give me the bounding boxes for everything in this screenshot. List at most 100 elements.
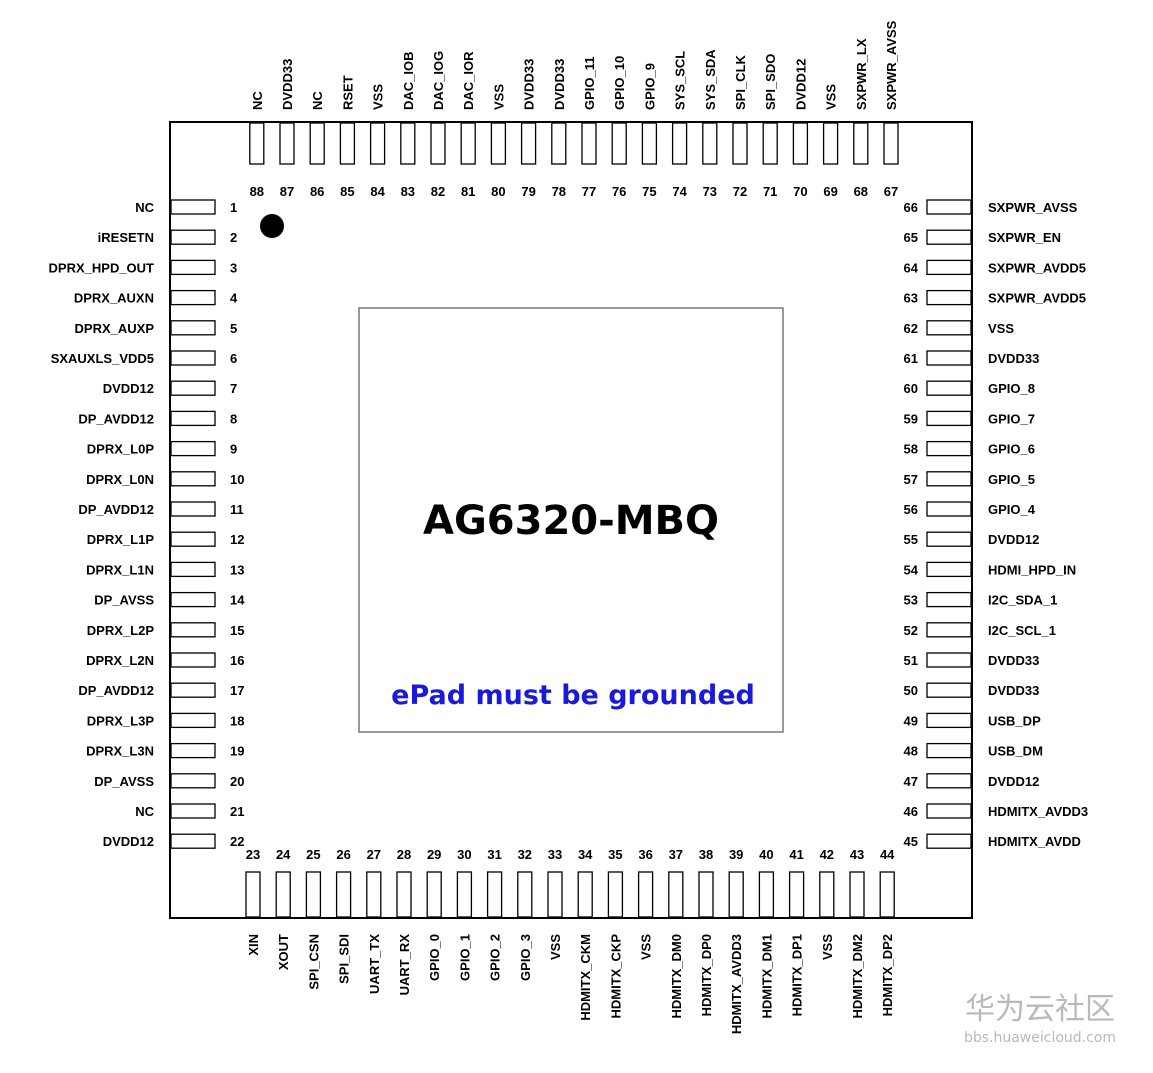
pin-pad-bottom: [607, 871, 624, 918]
pin-number: 24: [276, 847, 291, 862]
pin-pad-left: [170, 199, 216, 215]
pin-number: 67: [884, 184, 898, 199]
pin-label: DVDD12: [103, 834, 154, 849]
pin-number: 70: [793, 184, 807, 199]
pin-label: DAC_IOR: [461, 51, 476, 110]
pin-pad-right: [926, 712, 972, 729]
pin-number: 81: [461, 184, 475, 199]
pin-number: 63: [904, 291, 918, 306]
pin-number: 8: [230, 411, 237, 426]
pin-number: 66: [904, 200, 918, 215]
pin-number: 17: [230, 683, 244, 698]
pin-number: 31: [487, 847, 501, 862]
pin-pad-right: [926, 531, 972, 547]
pin-label: GPIO_5: [988, 472, 1035, 487]
pin-pad-bottom: [728, 871, 744, 918]
pin-number: 4: [230, 291, 238, 306]
pin-pad-right: [926, 380, 972, 396]
pin-label: HDMITX_DM1: [759, 934, 774, 1019]
pin-label: DVDD33: [280, 59, 295, 110]
pin-label: DVDD12: [103, 381, 154, 396]
pin-number: 26: [336, 847, 350, 862]
pin-number: 21: [230, 804, 244, 819]
pin-number: 84: [370, 184, 385, 199]
pin-label: DPRX_L3N: [86, 744, 154, 759]
pin-label: DVDD33: [552, 59, 567, 110]
pin-pad-left: [170, 380, 216, 396]
pin-number: 38: [699, 847, 713, 862]
pin-label: UART_RX: [397, 934, 412, 996]
pin-label: GPIO_3: [518, 934, 533, 981]
pin-number: 2: [230, 230, 237, 245]
pin-number: 22: [230, 834, 244, 849]
pin-number: 76: [612, 184, 626, 199]
pin-pad-top: [490, 122, 507, 165]
pin-label: HDMITX_AVDD: [988, 834, 1081, 849]
pin-pad-bottom: [517, 871, 533, 918]
pin-pad-left: [170, 471, 216, 487]
pin-number: 74: [672, 184, 687, 199]
pin-label: GPIO_2: [488, 934, 503, 981]
pin-pad-bottom: [577, 871, 593, 918]
pin-number: 88: [250, 184, 264, 199]
pin-label: VSS: [824, 84, 839, 110]
pin-label: DP_AVDD12: [78, 411, 154, 426]
pin-pad-top: [400, 122, 416, 165]
pin-number: 18: [230, 713, 244, 728]
pin-pad-right: [926, 471, 972, 487]
pin-number: 86: [310, 184, 324, 199]
pin-pad-bottom: [547, 871, 563, 918]
pin-pad-bottom: [335, 871, 352, 918]
pin-number: 82: [431, 184, 445, 199]
pin-pad-right: [926, 501, 972, 517]
pin-label: GPIO_9: [642, 63, 657, 110]
pin-label: VSS: [491, 84, 506, 110]
pin-number: 69: [823, 184, 837, 199]
pin-pad-right: [926, 622, 972, 638]
pin-pad-left: [170, 561, 216, 578]
pin-number: 48: [904, 744, 918, 759]
pin-label: HDMITX_AVDD3: [988, 804, 1088, 819]
pin-pad-bottom: [637, 871, 654, 918]
pin-label: HDMITX_CKP: [608, 934, 623, 1019]
pin-number: 16: [230, 653, 244, 668]
pin-label: VSS: [639, 934, 654, 960]
pin-number: 72: [733, 184, 747, 199]
pin-label: DVDD33: [988, 351, 1039, 366]
pin-number: 65: [904, 230, 918, 245]
pin-pad-bottom: [788, 871, 805, 918]
pin-label: VSS: [548, 934, 563, 960]
pin-label: DPRX_L2P: [87, 623, 155, 638]
exposed-pad: [358, 307, 784, 733]
pin-pad-bottom: [486, 871, 503, 918]
pin-pad-right: [926, 773, 972, 789]
pin-number: 46: [904, 804, 918, 819]
pin-label: HDMITX_DP2: [880, 934, 895, 1016]
pin-pad-bottom: [396, 871, 412, 918]
pin-label: SPI_CSN: [306, 934, 321, 990]
pin-pad-right: [926, 350, 972, 366]
pin-pad-top: [369, 122, 386, 165]
pin-number: 33: [548, 847, 562, 862]
pin-pad-top: [671, 122, 688, 165]
pin-number: 40: [759, 847, 773, 862]
pin-pad-left: [170, 259, 216, 276]
pin-number: 58: [904, 442, 918, 457]
pin-number: 45: [904, 834, 918, 849]
pin-number: 30: [457, 847, 471, 862]
pin-label: DPRX_AUXP: [75, 321, 155, 336]
pin-pad-top: [249, 122, 265, 165]
pin-number: 55: [904, 532, 918, 547]
pin-pad-left: [170, 833, 216, 849]
epad-note: ePad must be grounded: [391, 680, 755, 711]
pin-label: SXPWR_AVDD5: [988, 260, 1086, 275]
pin-label: NC: [310, 91, 325, 110]
pin-pad-bottom: [668, 871, 684, 918]
pin-label: DPRX_L3P: [87, 713, 155, 728]
pin-pad-top: [702, 122, 718, 165]
pin-label: DVDD33: [988, 653, 1039, 668]
pin-number: 15: [230, 623, 244, 638]
watermark-url: bbs.huaweicloud.com: [964, 1030, 1116, 1046]
pin-label: DAC_IOB: [401, 51, 416, 110]
pin-label: GPIO_6: [988, 442, 1035, 457]
